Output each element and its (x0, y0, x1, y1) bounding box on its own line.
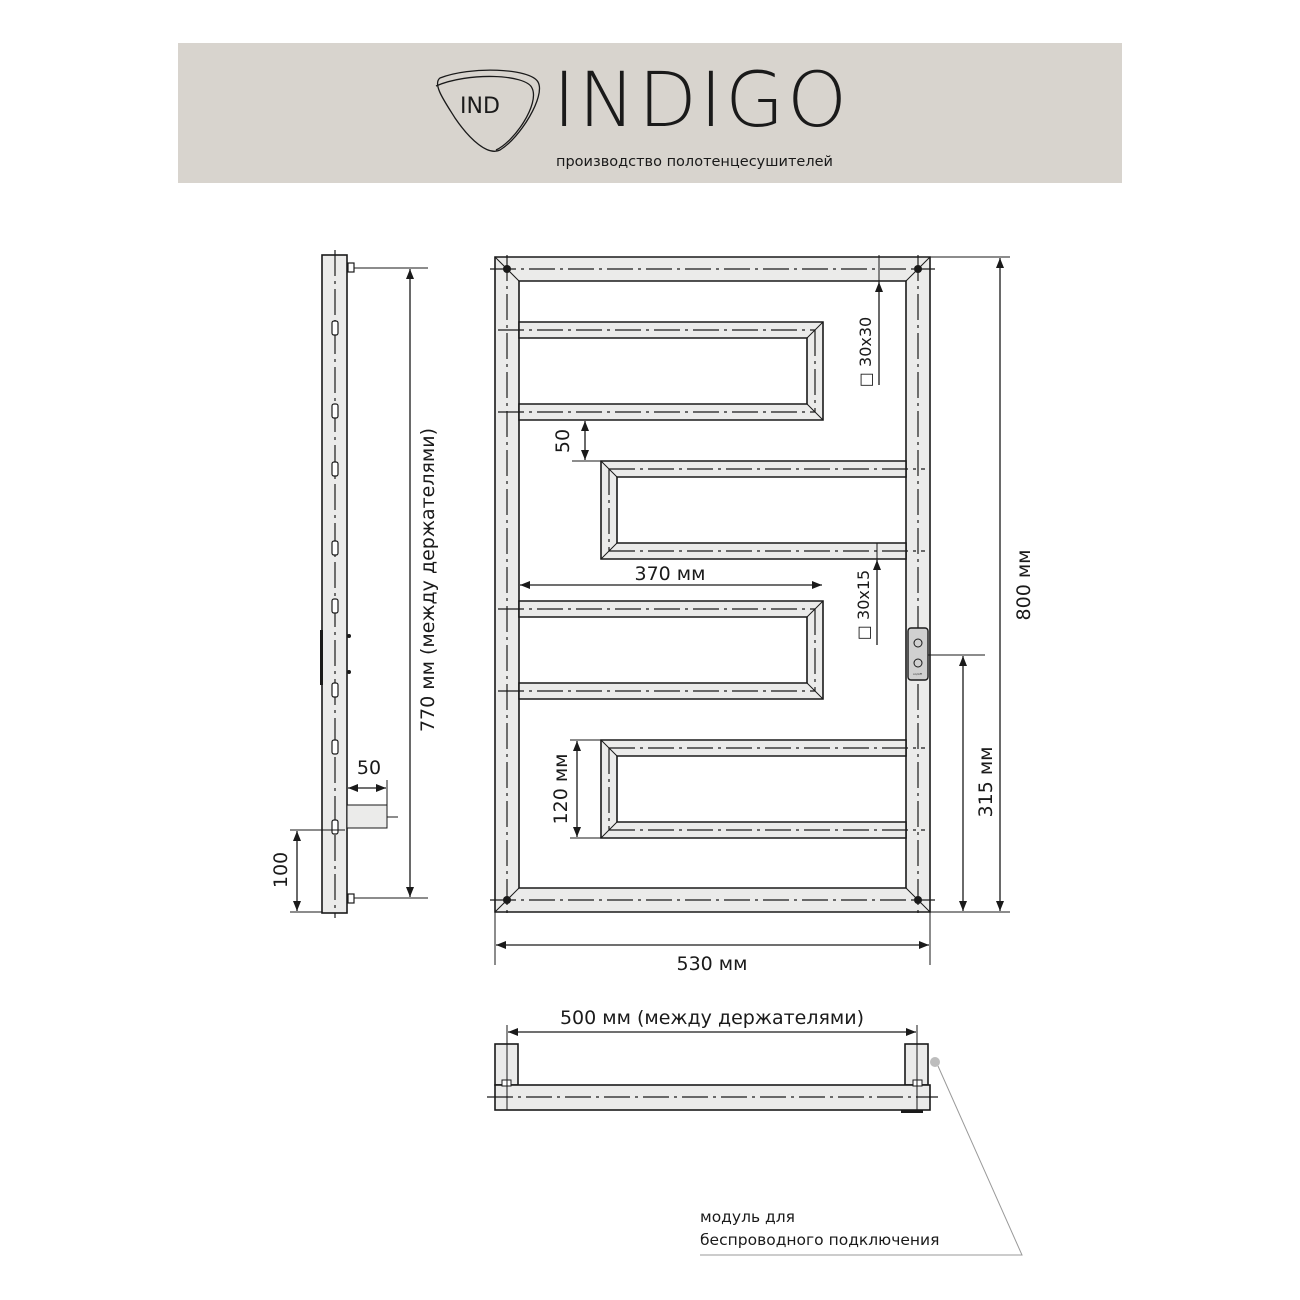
rail-loop-1 (498, 321, 824, 421)
dim-530: 530 мм (494, 912, 931, 975)
profile-label-rail: □ 30x15 (854, 570, 873, 640)
callout-line-2: беспроводного подключения (700, 1231, 939, 1249)
timer-icon[interactable] (913, 638, 923, 648)
dim-label-side-bottom: 100 (270, 852, 292, 888)
brand-name: INDIGO (553, 55, 850, 144)
side-view: 770 мм (между держателями) 50 100 (270, 250, 439, 918)
rail-loop-4 (600, 739, 925, 839)
brand-subtitle: производство полотенцесушителей (556, 154, 833, 170)
front-view: on/off 800 мм 315 мм 530 мм 370 мм 50 (490, 255, 1035, 975)
dim-label-module: 315 мм (975, 747, 997, 818)
dim-label-gap: 50 (552, 429, 574, 453)
dim-120: 120 мм (550, 739, 601, 839)
dim-label-side-offset: 50 (357, 757, 381, 779)
wireless-module-callout: модуль для беспроводного подключения (700, 1057, 1023, 1256)
callout-line-1: модуль для (700, 1208, 795, 1226)
side-rail-ends (331, 262, 355, 904)
rail-loop-2 (600, 460, 925, 560)
header-background (178, 43, 1122, 183)
dim-label-rail: 370 мм (635, 563, 706, 585)
top-view: 500 мм (между держателями) (487, 1007, 938, 1113)
dim-370: 370 мм (520, 563, 822, 589)
dim-label-height: 800 мм (1013, 550, 1035, 621)
dim-label-loop: 120 мм (550, 754, 572, 825)
dim-50-gap: 50 (552, 421, 601, 462)
mount-bolts (503, 265, 922, 904)
brand-logo: IND (435, 69, 541, 152)
dim-label-side-holders: 770 мм (между держателями) (417, 428, 439, 732)
rail-loop-3 (498, 600, 824, 700)
profile-30x15: □ 30x15 (854, 543, 881, 645)
control-module[interactable]: on/off (907, 627, 929, 681)
profile-30x30: □ 30x30 (856, 255, 883, 387)
power-icon[interactable] (913, 658, 923, 668)
dim-315: 315 мм (928, 654, 997, 911)
header-banner: IND INDIGO производство полотенцесушител… (178, 43, 1122, 183)
profile-label-frame: □ 30x30 (856, 317, 875, 387)
module-label: on/off (913, 672, 923, 676)
dim-label-top-holders: 500 мм (между держателями) (560, 1007, 864, 1029)
dim-label-width: 530 мм (677, 953, 748, 975)
dim-800: 800 мм (930, 256, 1035, 913)
callout-dot (930, 1057, 940, 1067)
logo-text: IND (460, 94, 500, 119)
